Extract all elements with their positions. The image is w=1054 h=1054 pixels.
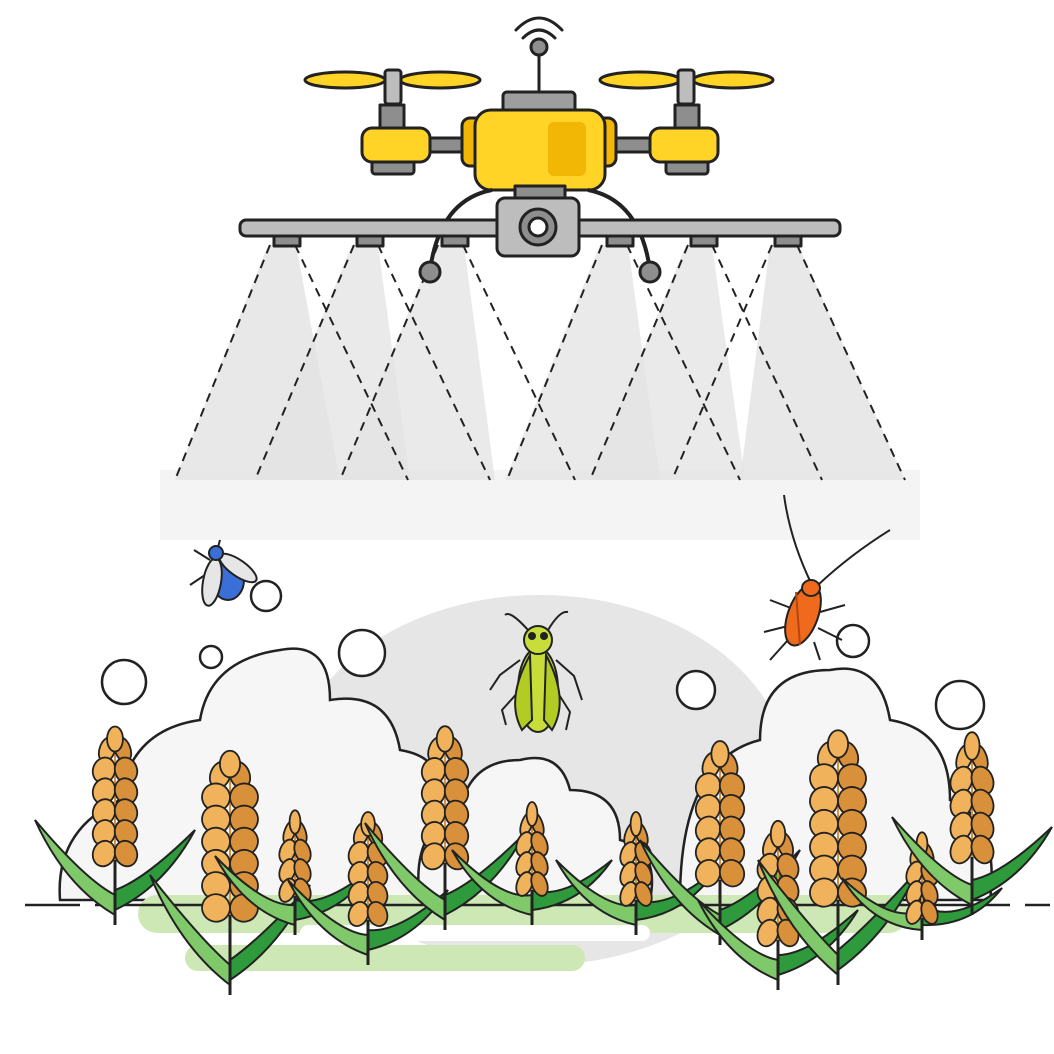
- wheat-grain: [970, 834, 995, 865]
- wheat-icon: [364, 725, 526, 930]
- wheat-icon: [451, 801, 613, 925]
- wheat-grain: [366, 901, 389, 927]
- wheat-grain: [435, 725, 455, 753]
- wheat-grain: [420, 842, 447, 871]
- grasshopper-icon: [489, 610, 583, 733]
- camera-icon: [495, 196, 581, 258]
- wheat-grain: [963, 731, 981, 761]
- wheat-grain: [347, 901, 370, 927]
- wheat-leaf: [367, 889, 449, 952]
- wheat-leaf: [214, 855, 296, 927]
- wheat-grain: [219, 749, 241, 779]
- wheat-leaf: [451, 849, 533, 917]
- wheat-grain: [634, 881, 653, 907]
- wheat-icon: [34, 725, 196, 925]
- wheat-grain: [809, 877, 839, 908]
- wheat-leaf: [639, 839, 721, 937]
- wheat-icon: [149, 749, 311, 995]
- wheat-grain: [201, 893, 231, 923]
- wifi-signal-icon: [514, 16, 564, 97]
- wheat-leaf: [757, 859, 839, 978]
- wheat-leaf: [287, 879, 369, 957]
- wheat-grain: [288, 809, 302, 835]
- left-propeller: [303, 68, 482, 106]
- drone: [238, 16, 842, 284]
- wheat-grain: [629, 811, 643, 837]
- wheat-grain: [949, 834, 974, 865]
- spray-cones: [160, 244, 920, 540]
- wheat-leaf: [971, 826, 1053, 902]
- wheat-grain: [769, 819, 787, 849]
- wheat-leaf: [114, 829, 196, 912]
- wheat-leaf: [149, 874, 231, 988]
- wheat-grain: [920, 899, 939, 925]
- wheat-grain: [525, 801, 539, 827]
- wheat-field: [34, 725, 1053, 995]
- wheat-grain: [710, 740, 730, 768]
- wheat-grain: [530, 871, 549, 897]
- wheat-leaf: [555, 859, 637, 927]
- wheat-grain: [694, 858, 722, 888]
- wheat-icon: [757, 729, 919, 985]
- wheat-grain: [113, 839, 139, 868]
- right-propeller: [598, 68, 775, 106]
- wheat-grain: [756, 918, 780, 948]
- wheat-icon: [214, 809, 376, 935]
- wheat-grain: [718, 858, 746, 888]
- wheat-grain: [106, 725, 124, 753]
- wheat-leaf: [891, 816, 973, 907]
- wheat-leaf: [697, 899, 779, 982]
- wheat-icon: [891, 731, 1053, 915]
- wheat-leaf: [34, 819, 116, 917]
- fly-icon: [189, 539, 258, 607]
- wheat-grain: [91, 839, 117, 868]
- wheat-grain: [827, 729, 849, 759]
- cockroach-icon: [763, 494, 891, 661]
- wheat-icon: [555, 811, 717, 935]
- wheat-leaf: [364, 822, 446, 922]
